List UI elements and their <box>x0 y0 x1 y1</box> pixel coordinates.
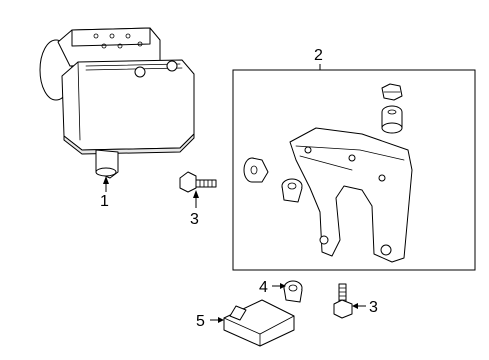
bracket <box>289 127 413 263</box>
callout-2: 2 <box>314 47 323 64</box>
arrow-1 <box>103 176 109 184</box>
arrow-3b <box>352 303 358 309</box>
arrow-3a <box>193 190 199 198</box>
callout-3-lower: 3 <box>369 299 378 316</box>
cap-small <box>381 83 403 101</box>
callout-3-upper: 3 <box>190 211 199 228</box>
bolt-upper <box>179 171 217 193</box>
sensor-module <box>223 299 295 347</box>
arrow-4 <box>280 283 286 289</box>
grommet-center <box>281 178 303 203</box>
arrow-5 <box>218 317 224 323</box>
callout-1: 1 <box>100 193 109 210</box>
grommet-upper-right <box>381 105 403 134</box>
grommet-small <box>283 280 303 303</box>
bolt-lower <box>333 283 353 319</box>
callout-5: 5 <box>196 313 205 330</box>
callout-4: 4 <box>259 279 268 296</box>
abs-actuator-assembly <box>39 27 195 179</box>
grommet-left <box>243 157 269 183</box>
bracket-assembly-box <box>232 69 476 271</box>
